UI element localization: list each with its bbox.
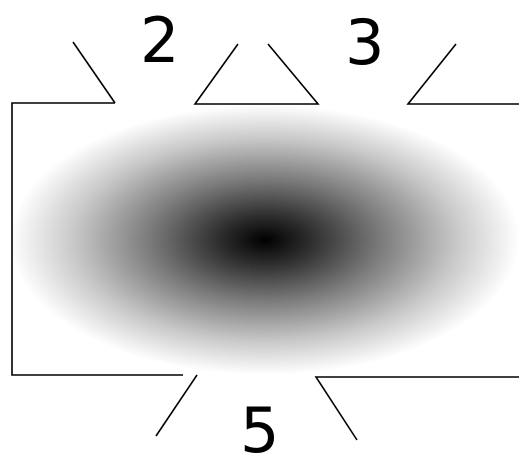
top-right-notch <box>406 43 519 105</box>
bottom-right-notch <box>314 376 519 441</box>
outline-left-frame <box>11 102 183 376</box>
top-center-notch <box>193 43 320 105</box>
top-left-diagonal-line <box>72 41 116 104</box>
bottom-left-diagonal-line <box>155 374 198 437</box>
label-top-left-number: 2 <box>140 4 180 77</box>
gradient-blob <box>10 105 519 375</box>
label-bottom-number: 5 <box>240 394 280 467</box>
label-top-right-number: 3 <box>345 6 385 79</box>
